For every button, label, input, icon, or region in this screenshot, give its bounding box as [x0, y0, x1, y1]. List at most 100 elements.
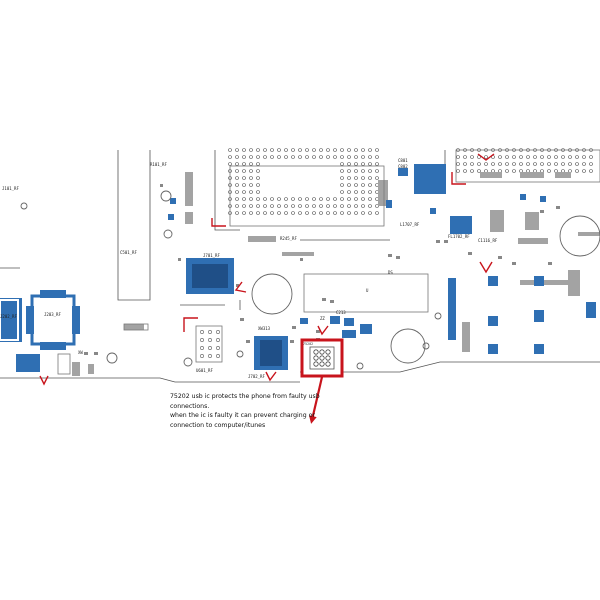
bga-ball — [375, 162, 379, 166]
bga-ball — [256, 190, 260, 194]
bga-ball — [519, 162, 523, 166]
bga-ball — [463, 162, 467, 166]
annotation-line-3: when the ic is faulty it can prevent cha… — [170, 412, 315, 420]
component-labels: J101_RF J202_RF J203_RF J701_RF J702_RF … — [0, 158, 498, 379]
bga-ball — [326, 148, 330, 152]
bga-ball — [361, 162, 365, 166]
bga-ball — [291, 155, 295, 159]
bga-ball — [312, 204, 316, 208]
bga-ball — [354, 197, 358, 201]
bga-ball — [484, 155, 488, 159]
bga-ball — [347, 197, 351, 201]
bga-ball — [526, 162, 530, 166]
bga-ball — [312, 197, 316, 201]
bga-ball — [291, 197, 295, 201]
bga-ball — [326, 197, 330, 201]
usb-protection-ic-highlight[interactable]: 75202 — [300, 338, 344, 378]
bga-ball — [561, 162, 565, 166]
label-u601: U601_RF — [196, 368, 213, 373]
bga-ball — [361, 190, 365, 194]
bga-ball — [256, 169, 260, 173]
bga-ball — [277, 197, 281, 201]
bga-ball — [312, 148, 316, 152]
bga-ball — [347, 204, 351, 208]
bga-ball — [347, 211, 351, 215]
bga-ball — [456, 162, 460, 166]
bga-ball — [305, 204, 309, 208]
label-xw-gen: XW — [78, 350, 83, 355]
bga-ball — [291, 148, 295, 152]
label-j203: J203_RF — [44, 312, 61, 317]
bga-ball — [263, 197, 267, 201]
bga-ball — [298, 211, 302, 215]
bga-ball — [242, 169, 246, 173]
bga-ball — [256, 204, 260, 208]
bga-ball — [235, 183, 239, 187]
bga-ball — [368, 176, 372, 180]
bga-ball — [277, 155, 281, 159]
bga-ball — [340, 162, 344, 166]
bga-ball — [340, 183, 344, 187]
bga-ball — [319, 155, 323, 159]
label-j702: J702_RF — [248, 374, 265, 379]
label-j701: J701_RF — [203, 253, 220, 258]
bga-ball — [235, 190, 239, 194]
bga-ball — [333, 155, 337, 159]
bga-ball — [470, 155, 474, 159]
bga-ball — [298, 204, 302, 208]
bga-ball — [284, 148, 288, 152]
bga-ball — [463, 169, 467, 173]
bga-ball — [375, 148, 379, 152]
right-bga-field — [456, 148, 593, 173]
left-bga-field — [228, 148, 379, 215]
passive-components — [84, 184, 560, 355]
bga-ball — [249, 204, 253, 208]
bga-ball — [347, 190, 351, 194]
bga-ball — [368, 211, 372, 215]
bga-ball — [277, 211, 281, 215]
bga-ball — [375, 155, 379, 159]
bga-ball — [368, 162, 372, 166]
bga-ball — [582, 169, 586, 173]
label-c1116: C1116_RF — [478, 238, 498, 243]
label-ds: DS — [388, 270, 393, 275]
bga-ball — [589, 162, 593, 166]
bga-ball — [305, 211, 309, 215]
bga-ball — [368, 148, 372, 152]
bga-ball — [547, 169, 551, 173]
bga-ball — [540, 155, 544, 159]
bga-ball — [347, 155, 351, 159]
bga-ball — [505, 155, 509, 159]
bga-ball — [298, 155, 302, 159]
bga-ball — [589, 155, 593, 159]
bga-ball — [347, 183, 351, 187]
bga-ball — [256, 148, 260, 152]
bga-ball — [568, 155, 572, 159]
bga-ball — [249, 176, 253, 180]
label-u-gen: U — [366, 288, 369, 293]
bga-ball — [242, 176, 246, 180]
bga-ball — [249, 197, 253, 201]
bga-ball — [340, 176, 344, 180]
bga-ball — [242, 197, 246, 201]
bga-ball — [375, 211, 379, 215]
bga-ball — [375, 176, 379, 180]
bga-ball — [340, 197, 344, 201]
bga-ball — [333, 211, 337, 215]
label-xw313: XW313 — [258, 326, 271, 331]
bga-ball — [263, 148, 267, 152]
bga-ball — [228, 162, 232, 166]
bga-ball — [270, 204, 274, 208]
bga-ball — [326, 211, 330, 215]
blue-components — [0, 164, 596, 372]
bga-ball — [333, 204, 337, 208]
bga-ball — [284, 155, 288, 159]
bga-ball — [575, 169, 579, 173]
bga-ball — [326, 204, 330, 208]
label-l1707: L1707_RF — [400, 222, 420, 227]
grey-pad-strips — [72, 172, 600, 376]
bga-ball — [326, 155, 330, 159]
bga-ball — [242, 155, 246, 159]
bga-ball — [582, 162, 586, 166]
